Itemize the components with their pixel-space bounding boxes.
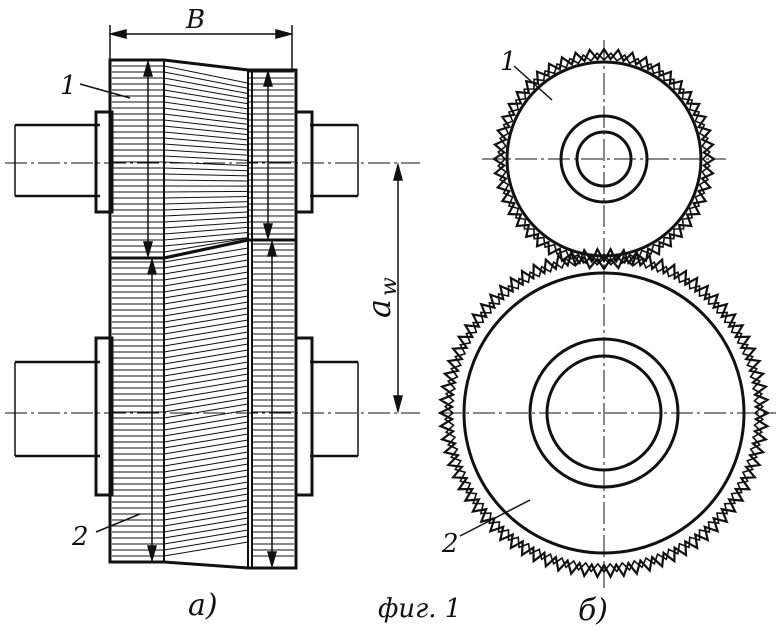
center-distance-label: a [360, 299, 398, 318]
dimension-b [108, 25, 294, 70]
side-view: B a w 1 2 а) [5, 5, 420, 623]
figure-caption: фиг. 1 [378, 594, 461, 624]
lower-shaft [14, 360, 359, 458]
leader-1b [513, 65, 553, 101]
center-distance-subscript: w [377, 277, 402, 296]
front-center-lines [440, 40, 776, 588]
gear1-side [108, 58, 298, 260]
part-label-2a: 2 [71, 522, 89, 552]
view-a-caption: а) [188, 588, 218, 623]
part-label-2b: 2 [441, 529, 459, 559]
part-label-1b: 1 [500, 47, 517, 77]
side-center-lines [5, 162, 420, 414]
leader-1a [79, 83, 131, 99]
part-label-1a: 1 [60, 71, 77, 101]
leader-2b [459, 499, 531, 537]
front-view: 1 2 б) [437, 40, 776, 628]
diameter-arrows [143, 59, 277, 569]
leader-2a [95, 513, 141, 533]
dimension-aw [393, 162, 403, 414]
view-b-caption: б) [578, 593, 608, 628]
width-label: B [185, 5, 205, 35]
upper-shaft [14, 123, 359, 198]
